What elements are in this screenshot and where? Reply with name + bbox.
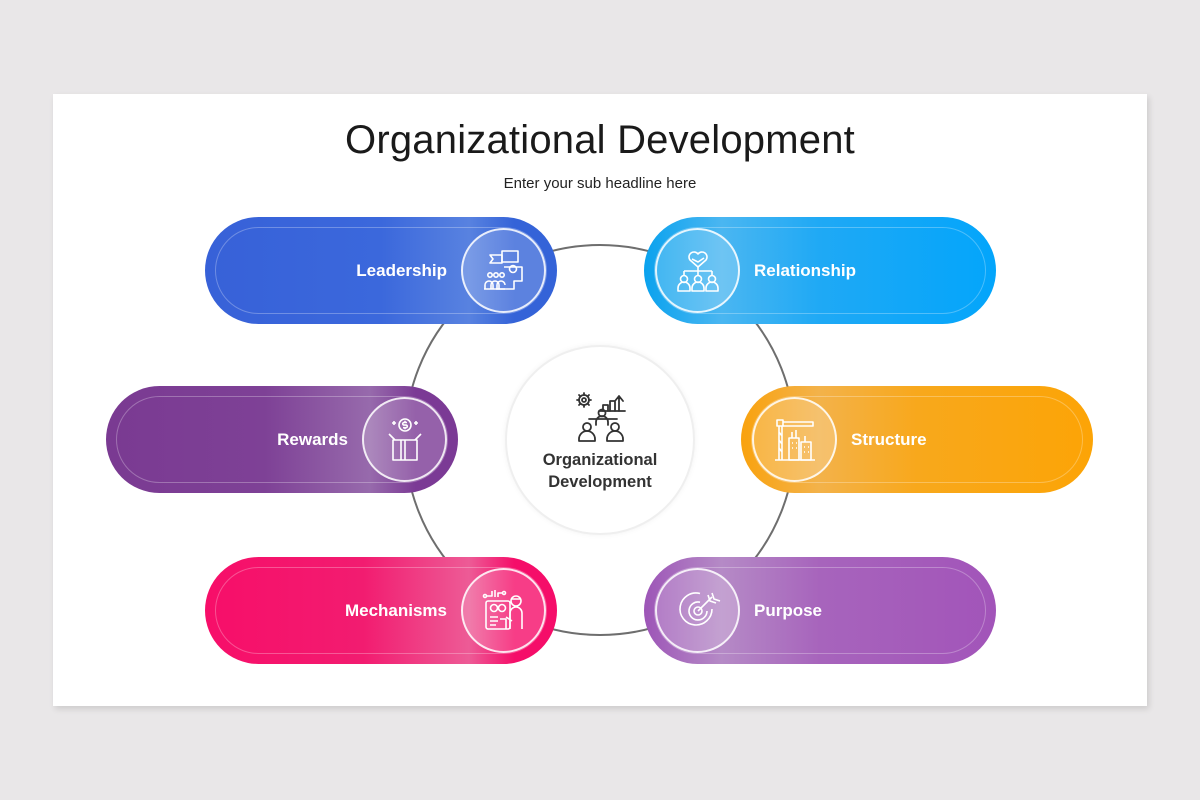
pill-purpose[interactable]: Purpose [644,557,996,664]
purpose-icon [679,592,721,626]
pill-label: Relationship [754,261,857,280]
icon-badge [362,397,447,482]
relationship-icon [677,251,719,292]
icon-badge [461,568,546,653]
pill-leadership[interactable]: Leadership [205,217,557,324]
pill-label: Structure [851,430,927,449]
center-label-line1: Organizational [542,451,658,469]
pill-label: Leadership [356,261,447,280]
center-label-line2: Development [548,473,652,491]
pill-rewards[interactable]: Rewards [106,386,458,493]
center-label: Organizational Development [507,449,693,493]
pill-relationship[interactable]: Relationship [644,217,996,324]
pill-label: Purpose [754,601,823,620]
pill-inner-border [654,227,986,314]
pill-mechanisms[interactable]: Mechanisms [205,557,557,664]
icon-badge [461,228,546,313]
center-hub[interactable]: Organizational Development [505,345,695,535]
page-title: Organizational Development [345,118,855,162]
icon-badge [655,228,740,313]
pill-inner-border [215,227,547,314]
pill-label: Rewards [277,430,348,449]
team-growth-icon [576,392,626,442]
leadership-icon [484,250,523,290]
pill-inner-border [751,396,1083,483]
pill-label: Mechanisms [344,601,447,620]
icon-badge [752,397,837,482]
pill-inner-border [116,396,448,483]
page-subtitle: Enter your sub headline here [503,175,697,192]
pill-inner-border [654,567,986,654]
structure-icon [775,419,815,461]
rewards-icon [388,418,422,461]
icon-badge [655,568,740,653]
pill-structure[interactable]: Structure [741,386,1093,493]
pill-inner-border [215,567,547,654]
mechanisms-icon [482,590,523,630]
